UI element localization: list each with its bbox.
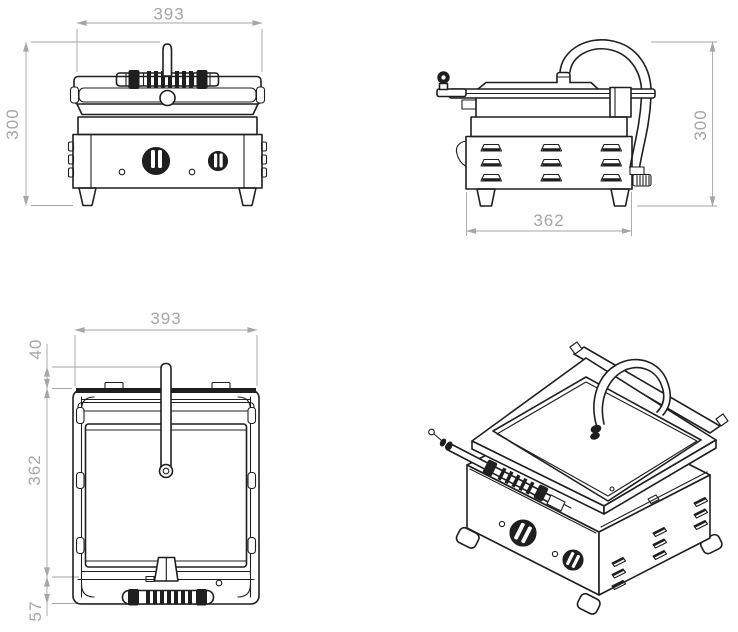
front-handle [162, 43, 173, 77]
front-width-label: 393 [153, 5, 184, 24]
side-body [455, 116, 633, 190]
top-handle [158, 362, 174, 479]
top-width-dimension: 393 [74, 309, 258, 386]
front-height-dimension: 300 [3, 41, 160, 206]
front-width-dimension: 393 [76, 5, 263, 72]
top-handle-label: 40 [26, 339, 45, 360]
side-depth-label: 362 [533, 211, 564, 230]
iso-hose-connector [590, 424, 602, 440]
iso-rod-bracket [546, 494, 566, 512]
side-foot-right [610, 188, 630, 207]
iso-knob-small [562, 549, 584, 571]
iso-indicator-lamp-right [551, 550, 559, 558]
front-foot-right [238, 187, 257, 207]
front-lid [69, 75, 266, 116]
top-depth-dimension: 362 [25, 388, 79, 578]
thermostat-knob-large [141, 146, 171, 176]
lid-lock-pin [159, 89, 176, 107]
side-handle [436, 71, 467, 98]
iso-hinge-rod [428, 428, 572, 512]
side-depth-dimension: 362 [466, 192, 632, 236]
indicator-lamp-left [118, 168, 126, 176]
side-foot-left [476, 188, 496, 207]
iso-indicator-lamp-left [498, 520, 506, 528]
front-body [67, 116, 268, 189]
thermostat-knob-small [207, 150, 229, 172]
top-handle-dimension: 40 [26, 339, 161, 389]
iso-plate-pin [609, 486, 615, 492]
front-foot-left [78, 187, 97, 207]
indicator-lamp-right [188, 168, 196, 176]
side-view: 300 362 [436, 39, 717, 236]
side-lid [448, 71, 656, 118]
hose-bracket [609, 86, 632, 118]
side-power-hose [559, 39, 652, 169]
iso-power-hose [590, 358, 672, 440]
top-view: 393 40 362 57 [25, 309, 260, 622]
iso-knob-large [509, 519, 537, 547]
side-height-label: 300 [691, 109, 710, 140]
front-view: 393 300 [3, 5, 268, 207]
front-height-label: 300 [3, 108, 22, 139]
cable-gland [629, 166, 652, 187]
iso-handle-hook [428, 428, 435, 436]
top-hinge-label: 57 [26, 601, 45, 622]
top-depth-label: 362 [25, 454, 44, 485]
side-height-dimension: 300 [637, 41, 717, 207]
top-hinge-rod [121, 589, 215, 606]
side-clip [455, 140, 467, 168]
isometric-view [428, 341, 729, 615]
top-width-label: 393 [150, 309, 181, 328]
